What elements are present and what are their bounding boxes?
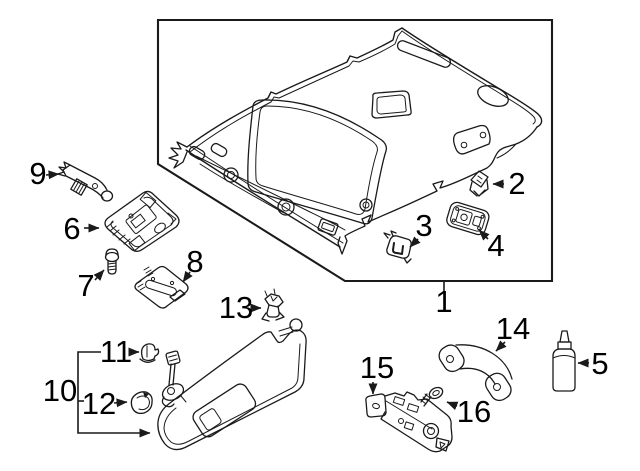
callout-12-label: 12 [82,386,116,421]
callout-2-label: 2 [508,166,525,201]
callout-5: 5 [577,346,609,381]
panel-box-outline [158,20,552,281]
callout-4-label: 4 [487,228,504,263]
callout-12: 12 [82,386,128,421]
callout-6-label: 6 [63,211,80,246]
callout-8-label: 8 [186,244,203,279]
grab-handle-drawing [436,342,515,404]
callout-6: 6 [63,211,100,246]
callout-13-label: 13 [219,290,253,325]
callout-7: 7 [77,268,104,303]
callout-14-label: 14 [496,311,530,346]
cap-12-drawing [131,392,152,414]
callout-8: 8 [183,244,204,282]
sun-visor-drawing [158,319,306,450]
callout-1: 1 [435,282,453,319]
part-1-box [158,20,552,281]
callout-10: 10 [43,352,151,438]
callout-11-label: 11 [100,334,132,369]
bracket-15-drawing [366,392,452,452]
screw-7-drawing [106,249,119,274]
overhead-console-drawing [105,191,179,251]
callouts: 1 2 3 4 5 6 7 8 [29,156,609,438]
callout-2: 2 [492,166,526,201]
headliner-panel-drawing [169,28,542,254]
callout-9-label: 9 [29,156,46,191]
callout-11: 11 [100,334,140,369]
adhesive-tube-drawing [553,331,575,391]
rod-9-drawing [58,162,113,201]
callout-7-label: 7 [77,268,94,303]
clip-11-drawing [140,344,159,362]
callout-3-label: 3 [415,208,432,243]
callout-1-label: 1 [435,284,452,319]
screw-16-drawing [421,385,445,406]
callout-15-label: 15 [360,350,394,385]
clip-2-drawing [470,171,488,196]
callout-14: 14 [496,311,530,351]
callout-3: 3 [410,208,433,247]
callout-16-label: 16 [457,394,491,429]
callout-10-label: 10 [43,373,77,408]
dome-lamp-drawing [445,201,491,237]
callout-4: 4 [479,228,505,263]
plate-8-drawing [135,267,188,309]
clip-3-drawing [384,231,411,263]
callout-9: 9 [29,156,60,191]
callout-16: 16 [446,394,491,429]
callout-15: 15 [360,350,394,395]
holder-13-drawing [262,289,284,321]
callout-13: 13 [219,290,262,325]
callout-5-label: 5 [591,346,608,381]
